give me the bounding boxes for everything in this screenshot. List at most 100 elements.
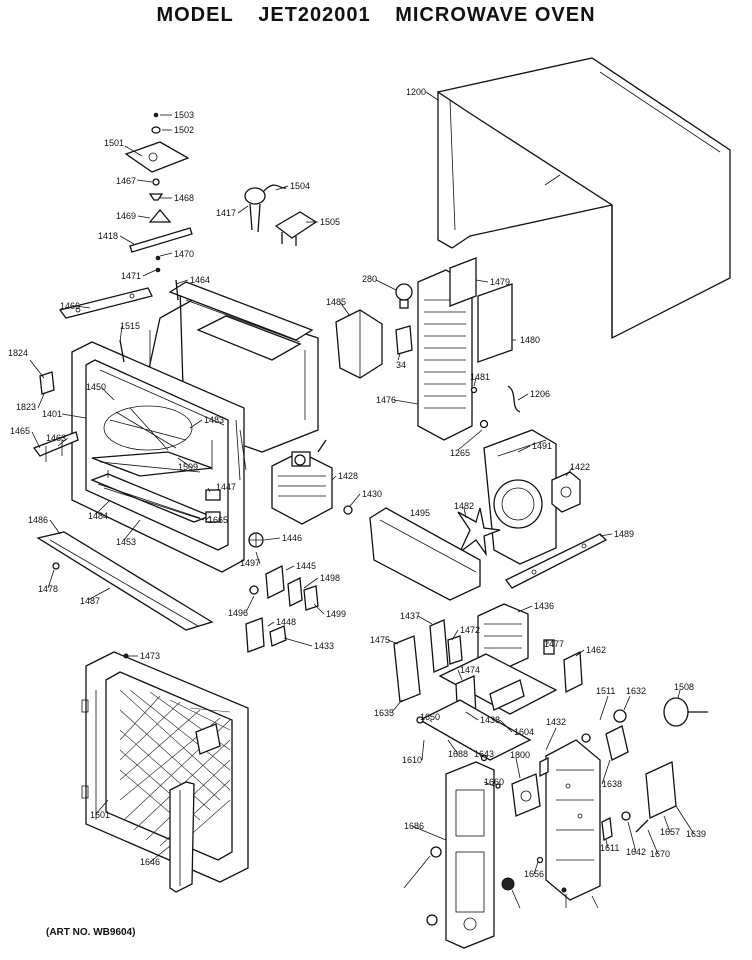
callout-label: 1497	[240, 558, 260, 568]
chassis-base	[369, 507, 608, 601]
callout-label: 1499	[326, 609, 346, 619]
callout-label: 1646	[140, 857, 160, 867]
callout-label: 1462	[586, 645, 606, 655]
callout-label: 1635	[374, 708, 394, 718]
callout-label: 1422	[570, 462, 590, 472]
callout-label: 1465	[10, 426, 30, 436]
door-handle-1801	[169, 781, 195, 893]
callout-label: 1491	[532, 441, 552, 451]
callout-label: 1472	[460, 625, 480, 635]
callout-label: 1453	[116, 537, 136, 547]
callout-label: 1688	[448, 749, 468, 759]
callout-label: 1650	[420, 712, 440, 722]
callout-label: 1428	[338, 471, 358, 481]
leader-lines	[29, 91, 695, 909]
callout-label: 1501	[104, 138, 124, 148]
callout-label: 1437	[400, 611, 420, 621]
callout-label: 1610	[402, 755, 422, 765]
callout-label: 1505	[320, 217, 340, 227]
fan-blade-1482	[457, 507, 501, 557]
callout-label: 1469	[116, 211, 136, 221]
callout-label: 1470	[174, 249, 194, 259]
callout-label: 1450	[86, 382, 106, 392]
callout-label: 1511	[596, 686, 615, 696]
callout-label: 1632	[626, 686, 646, 696]
callout-label: 1503	[174, 110, 194, 120]
callout-label: 1800	[510, 750, 530, 760]
callout-label: 1200	[406, 87, 426, 97]
small-switch-parts	[245, 532, 319, 653]
callout-label: 34	[396, 360, 406, 370]
callout-label: 1473	[140, 651, 160, 661]
callout-label: 1478	[38, 584, 58, 594]
callout-label: 280	[362, 274, 377, 284]
callout-label: 1447	[216, 482, 236, 492]
door-assembly-1800	[81, 651, 249, 883]
callout-label: 1686	[404, 821, 424, 831]
callout-label: 1436	[534, 601, 554, 611]
callout-label: 1487	[80, 596, 100, 606]
callout-label: 1604	[514, 727, 534, 737]
fan-motor-1422	[551, 471, 581, 513]
callout-label: 1611	[600, 843, 619, 853]
callout-label: 1515	[120, 321, 140, 331]
lamp-and-duct-parts	[335, 257, 521, 441]
callout-label: 1481	[470, 372, 490, 382]
callout-label: 1418	[98, 231, 118, 241]
callout-label: 1417	[216, 208, 236, 218]
callout-label: 1489	[614, 529, 634, 539]
callout-label: 1206	[530, 389, 550, 399]
callout-label: 1476	[376, 395, 396, 405]
callout-label: 1401	[42, 409, 62, 419]
callout-label: 1438	[480, 715, 500, 725]
callout-label: 1463	[46, 433, 66, 443]
callout-label: 1432	[546, 717, 566, 727]
callout-label: 1430	[362, 489, 382, 499]
art-number: (ART NO. WB9604)	[46, 927, 136, 938]
callout-label: 1642	[626, 847, 646, 857]
callout-label: 1639	[686, 829, 706, 839]
callout-label: 1485	[326, 297, 346, 307]
magnetron-1428	[271, 439, 353, 525]
oven-cavity-assembly	[32, 279, 319, 573]
callout-label: 1498	[320, 573, 340, 583]
callout-label: 1660	[484, 777, 504, 787]
callout-label: 1509	[178, 462, 198, 472]
callout-label: 1657	[660, 827, 680, 837]
callout-label: 1483	[204, 415, 224, 425]
callout-label: 1486	[28, 515, 48, 525]
callout-label: 1656	[524, 869, 544, 879]
callout-label: 1445	[296, 561, 316, 571]
base-strip-1486	[36, 531, 214, 631]
callout-label: 1508	[674, 682, 694, 692]
callout-label: 1502	[174, 125, 194, 135]
callout-label: 1643	[474, 749, 494, 759]
callout-label: 1265	[450, 448, 470, 458]
callout-label: 1479	[490, 277, 510, 287]
callout-label: 1468	[174, 193, 194, 203]
outer-cabinet-1200	[436, 57, 731, 340]
callout-labels: 1503 1502 1501 1467 1468 1504 1417 1505 …	[8, 87, 706, 879]
callout-label: 1474	[460, 665, 480, 675]
callout-label: 1482	[454, 501, 474, 511]
callout-label: 1471	[121, 271, 141, 281]
diagram-title: MODEL JET202001 MICROWAVE OVEN	[0, 4, 752, 27]
callout-label: 1448	[276, 617, 296, 627]
callout-label: 1446	[282, 533, 302, 543]
title-model-number: JET202001	[258, 4, 371, 26]
callout-label: 1475	[370, 635, 390, 645]
callout-label: 1638	[602, 779, 622, 789]
top-mount-plate-parts	[124, 112, 318, 273]
callout-label: 1480	[520, 335, 540, 345]
callout-label: 1601	[90, 810, 110, 820]
control-base-parts	[393, 619, 583, 761]
title-model-word: MODEL	[156, 4, 234, 26]
callout-label: 1467	[116, 176, 136, 186]
callout-label: 1504	[290, 181, 310, 191]
callout-label: 1824	[8, 348, 28, 358]
callout-label: 1496	[228, 608, 248, 618]
callout-label: 1464	[190, 275, 210, 285]
callout-label: 1466	[60, 301, 80, 311]
